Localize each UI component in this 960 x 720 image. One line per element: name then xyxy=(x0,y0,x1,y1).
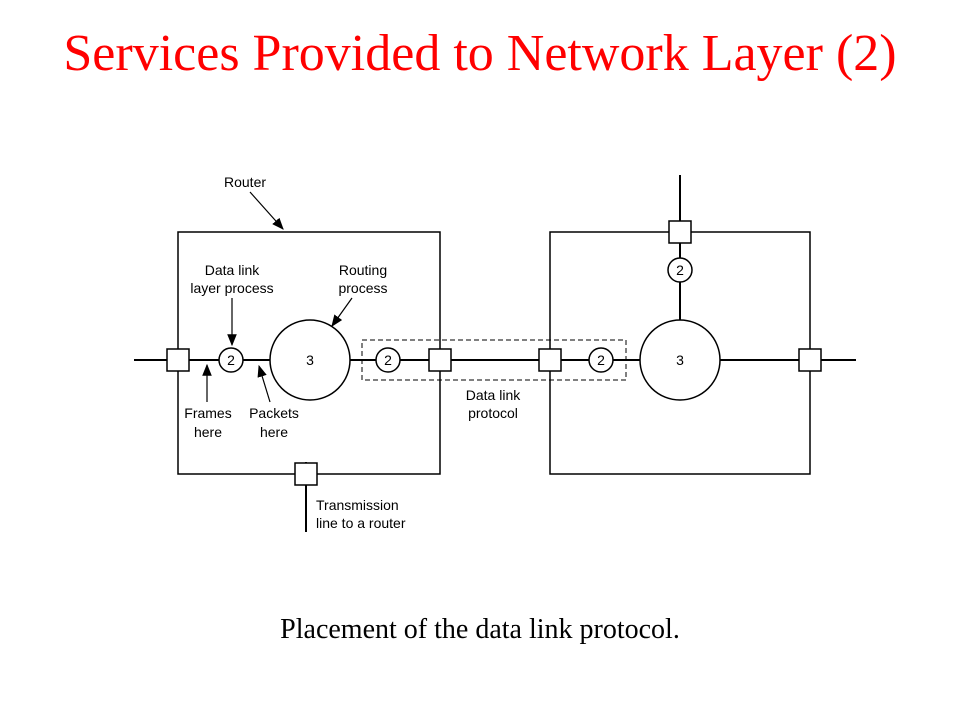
data-link-layer-process-line2: layer process xyxy=(190,280,273,296)
packets-here-arrow xyxy=(257,364,271,403)
transmission-line-label-line2: line to a router xyxy=(316,515,406,531)
routing-process-left xyxy=(269,319,351,401)
line-card-top xyxy=(668,220,692,244)
routing-process-right xyxy=(639,319,721,401)
layer2-label-top: 2 xyxy=(676,262,684,278)
transmission-line-label-line1: Transmission xyxy=(316,497,399,513)
figure-caption: Placement of the data link protocol. xyxy=(280,614,680,645)
layer2-label-mid-left: 2 xyxy=(384,352,392,368)
router-arrow xyxy=(249,191,284,230)
line-card-left xyxy=(166,348,190,372)
routing-process-arrow xyxy=(331,297,353,327)
data-link-protocol-region xyxy=(361,339,627,381)
layer2-label-left: 2 xyxy=(227,352,235,368)
layer2-label-mid-right: 2 xyxy=(597,352,605,368)
slide-title: Services Provided to Network Layer (2) xyxy=(63,25,897,82)
line-card-mid-left xyxy=(428,348,452,372)
data-link-protocol-line1: Data link xyxy=(466,387,521,403)
layer3-label-left: 3 xyxy=(306,352,314,368)
frames-here-line1: Frames xyxy=(184,405,231,421)
routing-process-line1: Routing xyxy=(339,262,387,278)
layer2-process-mid-left xyxy=(375,347,401,373)
layer2-process-left xyxy=(218,347,244,373)
layer2-process-top xyxy=(667,257,693,283)
data-link-layer-process-line1: Data link xyxy=(205,262,260,278)
layer3-label-right: 3 xyxy=(676,352,684,368)
line-card-bottom xyxy=(294,462,318,486)
line-card-right xyxy=(798,348,822,372)
routing-process-line2: process xyxy=(338,280,387,296)
packets-here-line1: Packets xyxy=(249,405,299,421)
layer2-process-mid-right xyxy=(588,347,614,373)
frames-here-line2: here xyxy=(194,424,222,440)
line-card-mid-right xyxy=(538,348,562,372)
data-link-protocol-line2: protocol xyxy=(468,405,518,421)
router-label: Router xyxy=(224,174,266,190)
packets-here-line2: here xyxy=(260,424,288,440)
